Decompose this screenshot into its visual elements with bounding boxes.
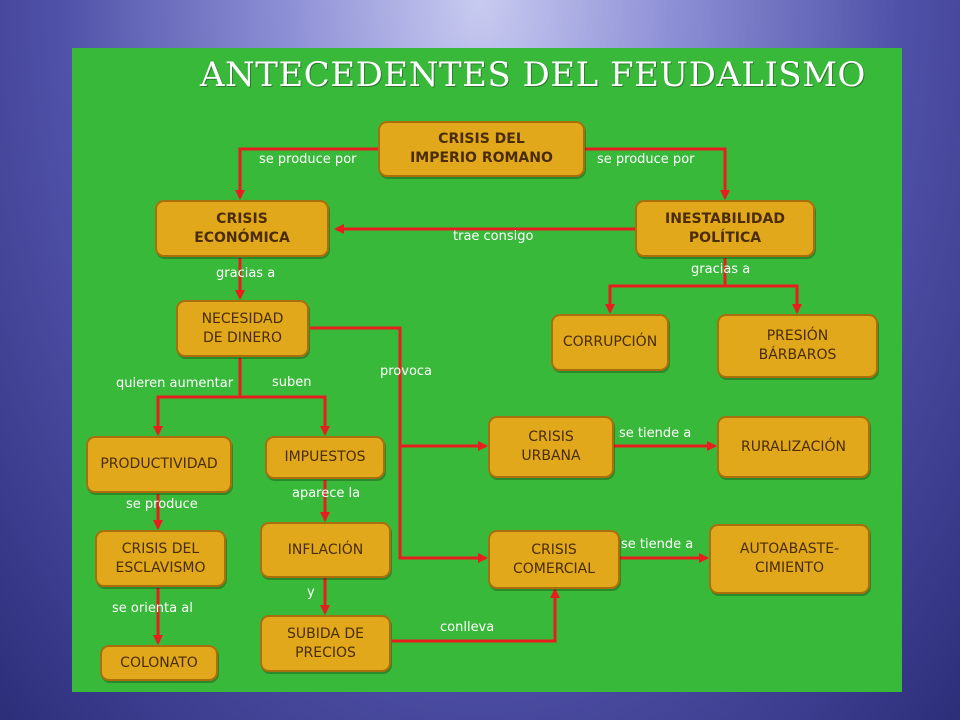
node-crisis-comercial: CRISIS COMERCIAL: [488, 530, 620, 589]
arrow-imperio-to-inestabilidad: [585, 147, 730, 200]
arrow-imperio-to-economica: [235, 147, 378, 200]
label-y: y: [307, 585, 315, 600]
node-autoabastecimiento: AUTOABASTE- CIMIENTO: [709, 524, 870, 594]
label-gracias-a-right: gracias a: [691, 262, 751, 277]
label-gracias-a-left: gracias a: [216, 266, 276, 281]
diagram-title: ANTECEDENTES DEL FEUDALISMO: [200, 55, 866, 95]
arrow-provoca-to-urbana: [310, 326, 488, 451]
node-inflacion: INFLACIÓN: [260, 522, 391, 578]
arrow-inestabilidad-to-corrupcion: [605, 284, 725, 314]
node-inestabilidad-politica: INESTABILIDAD POLÍTICA: [635, 200, 815, 257]
node-subida-de-precios: SUBIDA DE PRECIOS: [260, 615, 391, 672]
arrow-necesidad-to-impuestos: [240, 395, 330, 436]
node-presion-barbaros: PRESIÓN BÁRBAROS: [717, 314, 878, 378]
label-conlleva: conlleva: [440, 620, 495, 635]
node-impuestos: IMPUESTOS: [265, 436, 385, 479]
node-colonato: COLONATO: [100, 645, 218, 681]
label-trae-consigo: trae consigo: [453, 229, 534, 244]
label-suben: suben: [272, 375, 312, 390]
node-crisis-imperio-romano: CRISIS DEL IMPERIO ROMANO: [378, 121, 585, 177]
arrow-necesidad-to-productividad: [153, 358, 242, 436]
node-crisis-urbana: CRISIS URBANA: [488, 416, 614, 478]
label-se-produce-por-left: se produce por: [259, 152, 357, 167]
label-se-orienta-al: se orienta al: [112, 601, 193, 616]
node-ruralizacion: RURALIZACIÓN: [717, 416, 870, 478]
node-productividad: PRODUCTIVIDAD: [86, 436, 232, 493]
label-provoca: provoca: [380, 364, 433, 379]
arrow-inestabilidad-to-barbaros: [723, 258, 802, 314]
label-quieren-aumentar: quieren aumentar: [116, 376, 234, 391]
arrow-subida-to-comercial: [392, 588, 560, 643]
label-se-produce-por-right: se produce por: [597, 152, 695, 167]
label-aparece-la: aparece la: [292, 486, 361, 501]
node-crisis-economica: CRISIS ECONÓMICA: [155, 200, 329, 257]
label-se-produce: se produce: [126, 497, 198, 512]
node-corrupcion: CORRUPCIÓN: [551, 314, 669, 371]
node-crisis-del-esclavismo: CRISIS DEL ESCLAVISMO: [95, 530, 226, 587]
label-se-tiende-a-2: se tiende a: [621, 537, 694, 552]
arrow-provoca-to-comercial: [398, 446, 488, 563]
node-necesidad-de-dinero: NECESIDAD DE DINERO: [176, 300, 309, 357]
label-se-tiende-a-1: se tiende a: [619, 426, 692, 441]
